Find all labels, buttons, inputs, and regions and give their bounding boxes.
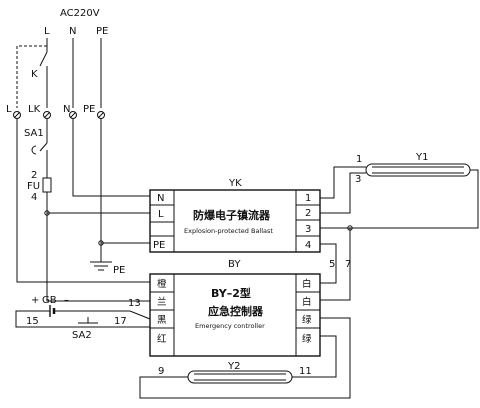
l-to-orange-wire [16,119,150,283]
battery-plus-label: + [31,295,39,306]
ground-symbol [90,243,112,271]
wire-13-label: 13 [128,298,141,309]
terminal-l-label: L [6,104,12,115]
ground-label: PE [113,265,125,276]
wire-3-label: 3 [355,174,361,185]
wire-17-label: 17 [114,316,127,327]
fu-to-ballast-l-wire [46,192,150,214]
switch-sa2 [78,317,98,328]
supply-voltage-label: AC220V [60,8,100,19]
controller-name-en: Emergency controller [195,322,265,330]
switch-sa1-label: SA1 [24,128,44,139]
ballast-term-3: 3 [305,224,311,235]
controller-term-black: 黑 [157,315,167,326]
w3-to-white2-wire [320,228,351,301]
wire-5-label: 5 [329,259,335,270]
ballast-term-1: 1 [305,193,311,204]
fu-to-blue-wire [46,213,150,302]
ballast-3-to-y1-wire [320,169,479,229]
controller-name-cn: 应急控制器 [208,304,264,318]
lamp-y1-label: Y1 [415,152,428,163]
switch-sa2-label: SA2 [72,330,92,341]
ballast-2-to-y1-wire [320,172,366,214]
controller-term-red: 红 [157,333,167,345]
terminal-screws [13,111,105,119]
sa2-to-red-wire [96,326,151,337]
controller-term-blue: 兰 [157,296,167,308]
ballast-name-cn: 防爆电子镇流器 [193,208,271,222]
switch-k [39,51,48,108]
controller-title: BY [228,259,241,270]
n-to-ballast-wire [72,119,150,197]
battery-to-black-wire [54,310,151,320]
controller-model: BY–2型 [211,286,251,300]
battery-to-sa2-wire [15,310,80,328]
ballast-term-4: 4 [305,240,311,251]
ballast-term-2: 2 [305,208,311,219]
controller-term-white-1: 白 [302,278,312,290]
controller-box [149,273,321,357]
ballast-name-en: Explosion-protected Ballast [184,227,273,235]
switch-sa1 [31,142,48,178]
ballast-box [149,189,321,253]
wire-7-label: 7 [345,259,351,270]
wire-1-label: 1 [356,154,362,165]
lamp-y2 [187,370,293,384]
controller-term-green-1: 绿 [302,314,312,326]
lamp-y1 [365,163,471,177]
pe-to-ballast-wire [100,119,150,244]
ballast-1-to-y1-wire [320,166,366,199]
terminal-n-label: N [63,104,70,115]
ballast-4-to-white1-wire [320,243,337,284]
fuse-num-top: 2 [31,170,37,181]
green1-to-y2-wire [139,317,351,399]
supply-pe-label: PE [96,26,108,37]
ballast-title: YK [228,178,242,189]
battery-gb [49,305,56,317]
wire-9-label: 9 [158,366,164,377]
battery-minus-label: – [64,295,69,306]
green2-to-y2-wire [292,335,337,378]
ballast-term-pe: PE [153,240,165,251]
supply-n-label: N [69,26,76,37]
lamp-y2-label: Y2 [227,361,240,372]
wire-15-label: 15 [26,316,39,327]
supply-l-label: L [44,26,50,37]
dashed-l-link [16,45,47,108]
controller-term-white-2: 白 [302,296,312,308]
wire-11-label: 11 [299,366,312,377]
terminal-pe-label: PE [83,104,95,115]
fuse-symbol [42,177,52,193]
switch-k-label: K [31,69,38,80]
fuse-num-bottom: 4 [31,192,37,203]
controller-term-orange: 橙 [157,278,167,290]
ballast-term-l: L [158,209,164,220]
ballast-term-n: N [157,193,164,204]
controller-term-green-2: 绿 [302,333,312,345]
fuse-name-label: FU [27,181,40,192]
terminal-lk-label: LK [28,104,41,115]
battery-name-label: GB [42,295,57,306]
